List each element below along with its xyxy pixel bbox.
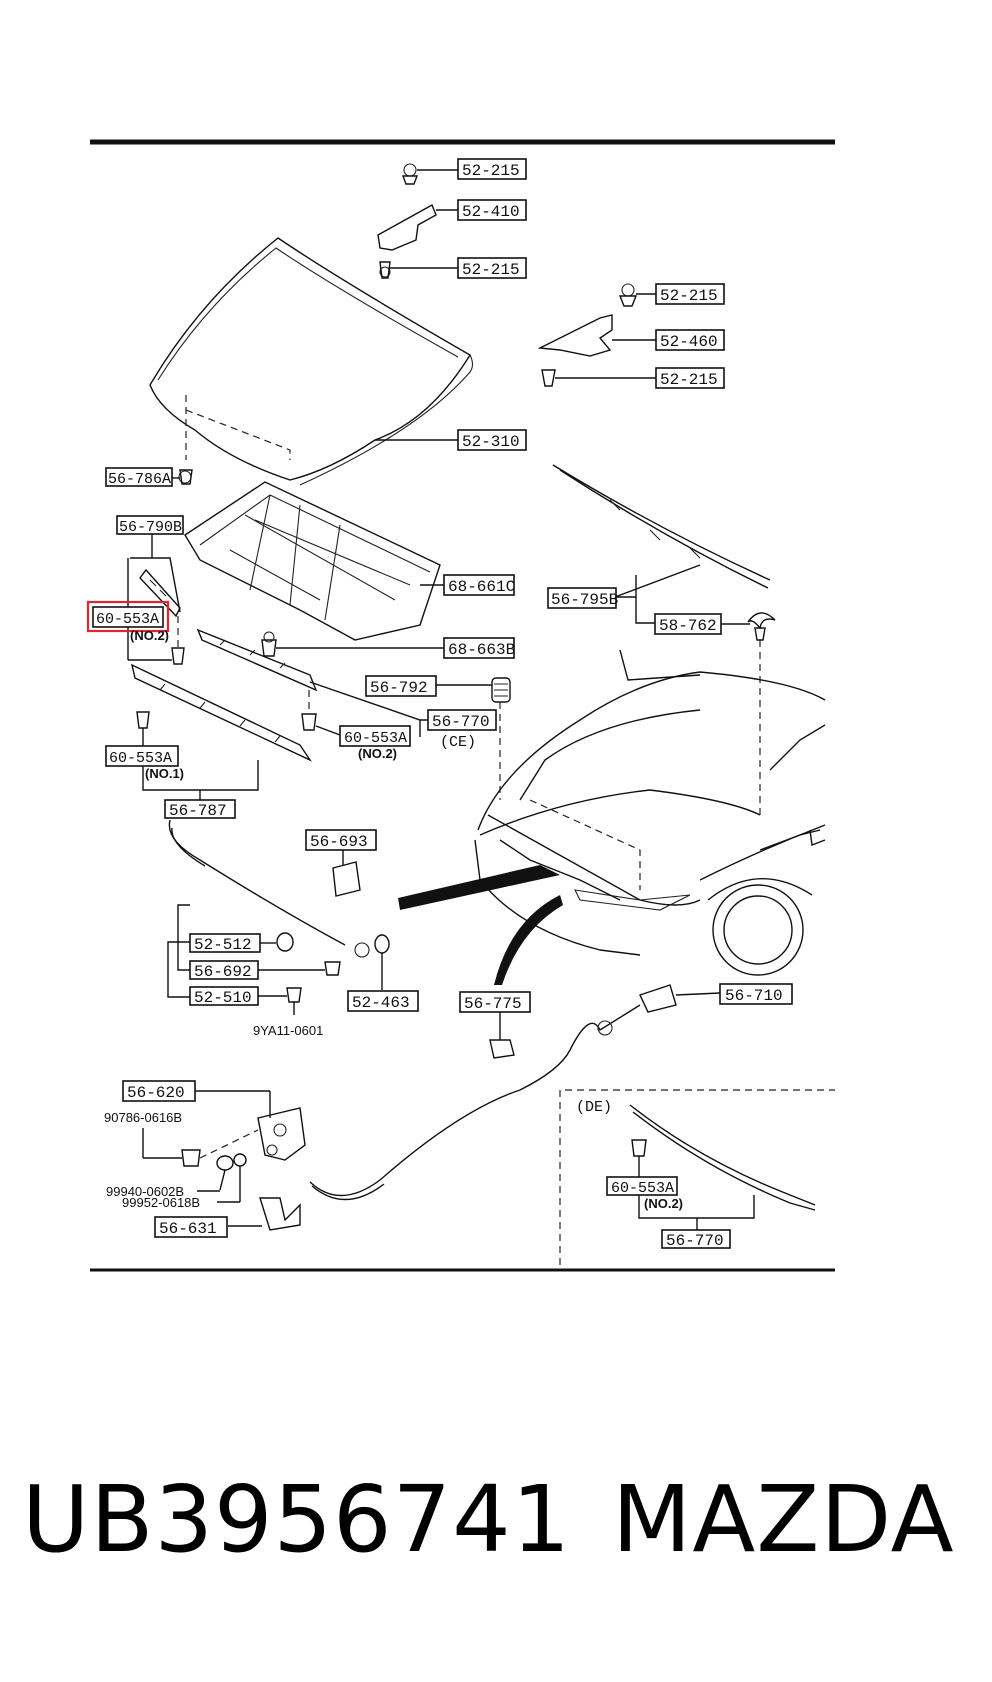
svg-text:56-620: 56-620 [127, 1084, 185, 1102]
callout-58-762: 58-762 [654, 613, 722, 635]
svg-text:52-410: 52-410 [462, 203, 520, 221]
callout-52-463: 52-463 [347, 990, 419, 1012]
note-no2: (NO.2) [358, 746, 397, 761]
svg-text:56-692: 56-692 [194, 963, 252, 981]
callout-56-792: 56-792 [365, 675, 437, 697]
svg-text:68-661C: 68-661C [448, 578, 515, 596]
callout-52-510: 52-510 [189, 986, 259, 1007]
note-de: (DE) [576, 1099, 612, 1116]
callout-56-770: 56-770 [427, 709, 497, 731]
svg-text:56-770: 56-770 [432, 713, 490, 731]
callout-60-553A: 60-553A [339, 725, 411, 747]
hood-latch-group [142, 1090, 306, 1231]
callout-60-553A: 60-553A [105, 745, 179, 767]
hood-panel [149, 237, 474, 486]
svg-text:58-762: 58-762 [659, 617, 717, 635]
callout-60-553A-highlighted: 60-553A [86, 600, 170, 633]
highlight-frame [86, 600, 170, 633]
note-no2: (NO.2) [644, 1196, 683, 1211]
pointer-arrow-upper [398, 865, 560, 910]
part-number: UB3956741 [22, 1466, 572, 1573]
hood-hinge-upper [377, 163, 458, 279]
callout-56-795B: 56-795B [547, 587, 618, 609]
callout-52-512: 52-512 [189, 933, 261, 954]
svg-text:56-710: 56-710 [725, 987, 783, 1005]
brand-name: MAZDA [612, 1466, 955, 1573]
svg-text:60-553A: 60-553A [109, 750, 172, 767]
callout-52-310: 52-310 [457, 429, 527, 451]
svg-text:60-553A: 60-553A [344, 730, 407, 747]
callout-56-620: 56-620 [122, 1080, 196, 1102]
callout-68-663B: 68-663B [443, 637, 515, 659]
callout-60-553A: 60-553A [606, 1176, 678, 1197]
svg-text:60-553A: 60-553A [611, 1180, 674, 1197]
callout-56-775: 56-775 [459, 991, 531, 1013]
svg-text:56-786A: 56-786A [108, 471, 171, 488]
part-code-99940: 99940-0602B [106, 1184, 184, 1199]
callout-56-631: 56-631 [154, 1216, 228, 1238]
svg-text:52-310: 52-310 [462, 433, 520, 451]
note-ce: (CE) [440, 734, 476, 751]
seal-strip-left [127, 533, 185, 665]
callout-52-215: 52-215 [655, 367, 725, 389]
callout-56-770: 56-770 [661, 1229, 731, 1250]
pointer-arrow-lower [494, 895, 563, 985]
callout-52-215: 52-215 [655, 283, 725, 305]
svg-text:68-663B: 68-663B [448, 641, 515, 659]
svg-text:52-215: 52-215 [462, 261, 520, 279]
svg-text:56-770: 56-770 [666, 1232, 724, 1250]
seal-strip-front [130, 628, 444, 800]
footer: UB3956741 MAZDA [0, 1450, 992, 1590]
svg-text:52-215: 52-215 [660, 371, 718, 389]
svg-text:60-553A: 60-553A [96, 611, 159, 628]
clip-58-762 [720, 612, 776, 815]
callout-56-786A: 56-786A [105, 467, 173, 488]
de-inset [559, 1089, 835, 1265]
callout-56-693: 56-693 [305, 829, 377, 851]
hood-release-cable [168, 819, 721, 1201]
callout-56-692: 56-692 [189, 960, 259, 981]
callout-52-460: 52-460 [655, 329, 725, 351]
svg-text:56-693: 56-693 [310, 833, 368, 851]
svg-text:56-631: 56-631 [159, 1220, 217, 1238]
svg-text:56-790B: 56-790B [119, 519, 182, 536]
svg-text:52-463: 52-463 [352, 994, 410, 1012]
callout-68-661C: 68-661C [443, 574, 515, 596]
callout-56-787: 56-787 [164, 799, 236, 820]
svg-text:52-460: 52-460 [660, 333, 718, 351]
svg-text:52-510: 52-510 [194, 989, 252, 1007]
callout-56-710: 56-710 [719, 983, 793, 1005]
svg-text:56-787: 56-787 [169, 802, 227, 820]
hood-insulator [172, 469, 444, 641]
callout-52-215: 52-215 [457, 257, 527, 279]
note-no1: (NO.1) [145, 766, 184, 781]
weatherstrip-rear [552, 464, 771, 624]
note-no2: (NO.2) [130, 628, 169, 643]
hood-hinge-right [537, 283, 656, 387]
svg-text:56-795B: 56-795B [551, 591, 618, 609]
svg-text:52-215: 52-215 [462, 162, 520, 180]
svg-text:56-775: 56-775 [464, 995, 522, 1013]
callout-52-215: 52-215 [457, 158, 527, 180]
callout-56-790B: 56-790B [116, 515, 184, 536]
callout-52-410: 52-410 [457, 199, 527, 221]
bumper-spring [309, 677, 511, 800]
part-code-99952: 99952-0618B [122, 1195, 200, 1210]
svg-text:56-792: 56-792 [370, 679, 428, 697]
part-code-90786: 90786-0616B [104, 1110, 182, 1125]
cable-clamp-group [167, 850, 515, 1059]
svg-text:52-512: 52-512 [194, 936, 252, 954]
part-code-9ya11: 9YA11-0601 [253, 1023, 323, 1038]
svg-text:52-215: 52-215 [660, 287, 718, 305]
